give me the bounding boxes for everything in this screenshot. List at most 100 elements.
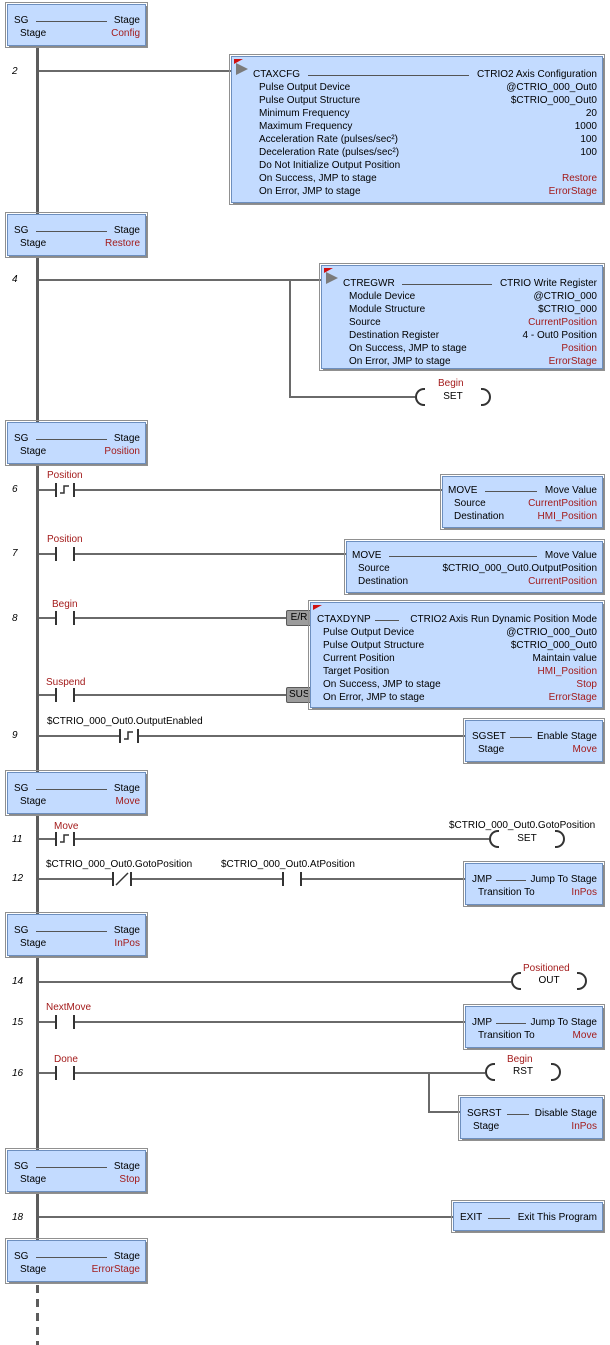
rung-wire (39, 878, 112, 880)
no-contact[interactable] (55, 1015, 75, 1029)
param-label: On Error, JMP to stage (259, 186, 361, 197)
coil-label: Begin (438, 378, 464, 389)
param-value: 100 (580, 134, 597, 145)
instruction-keyword: CTREGWR (343, 278, 395, 289)
param-value: Position (561, 343, 597, 354)
stage-label: Stage (20, 238, 47, 249)
power-rail (36, 46, 39, 214)
no-contact[interactable] (282, 872, 302, 886)
stage-name: InPos (114, 938, 140, 949)
instruction-title: CTRIO2 Axis Configuration (476, 69, 597, 80)
nc-contact[interactable] (112, 872, 132, 886)
stage-name: Position (104, 446, 140, 457)
param-label: Source (454, 498, 486, 509)
contact-label: NextMove (46, 1002, 92, 1013)
stage-name: Stop (119, 1174, 140, 1185)
param-label: On Success, JMP to stage (259, 173, 377, 184)
reset-coil[interactable]: RST (485, 1063, 561, 1081)
instruction-title: Enable Stage (536, 731, 597, 742)
stage-name: ErrorStage (91, 1264, 140, 1275)
param-value: ErrorStage (548, 186, 597, 197)
instruction-title: Jump To Stage (530, 1017, 597, 1028)
coil-op: OUT (538, 975, 560, 986)
contact-label: Position (47, 470, 83, 481)
param-value: $CTRIO_000 (538, 304, 597, 315)
param-label: Destination Register (349, 330, 440, 341)
instruction-title: Jump To Stage (530, 874, 597, 885)
param-label: Deceleration Rate (pulses/sec²) (259, 147, 400, 158)
edge-contact[interactable] (55, 483, 75, 497)
branch-wire (428, 1111, 460, 1113)
rising-edge-icon (60, 834, 69, 843)
instruction-keyword: JMP (472, 1017, 492, 1028)
rung-wire (75, 838, 489, 840)
stage-name: Move (115, 796, 140, 807)
instruction-keyword: MOVE (448, 485, 478, 496)
param-label: Pulse Output Structure (259, 95, 361, 106)
param-value: CurrentPosition (528, 576, 597, 587)
no-contact[interactable] (55, 611, 75, 625)
contact-label: $CTRIO_000_Out0.AtPosition (221, 859, 355, 870)
param-value: Move (572, 744, 597, 755)
no-contact[interactable] (55, 688, 75, 702)
param-label: Destination (454, 511, 505, 522)
instruction-keyword: CTAXDYNP (317, 614, 371, 625)
rung-wire (75, 489, 442, 491)
play-arrow-icon (326, 272, 338, 284)
no-contact[interactable] (55, 547, 75, 561)
no-contact[interactable] (55, 1066, 75, 1080)
stage-label: Stage (20, 446, 47, 457)
coil-op: RST (513, 1066, 533, 1077)
set-coil[interactable]: SET (489, 830, 565, 848)
param-label: On Success, JMP to stage (349, 343, 467, 354)
rising-edge-icon (60, 485, 69, 494)
suspend-input[interactable]: SUS (286, 687, 312, 703)
param-value: InPos (571, 1121, 597, 1132)
param-value: ErrorStage (548, 356, 597, 367)
param-value: HMI_Position (537, 666, 597, 677)
rung-wire (39, 694, 55, 696)
rung-wire (132, 878, 282, 880)
param-value: Stop (576, 679, 597, 690)
param-label: Acceleration Rate (pulses/sec²) (259, 134, 398, 145)
param-value: @CTRIO_000_Out0 (506, 627, 597, 638)
rung-wire (39, 553, 55, 555)
edge-contact[interactable] (55, 832, 75, 846)
branch-wire (289, 396, 415, 398)
set-coil[interactable]: SET (415, 388, 491, 406)
param-label: Maximum Frequency (259, 121, 353, 132)
rung-number: 2 (12, 66, 18, 77)
rung-wire (39, 735, 119, 737)
rung-number: 6 (12, 484, 18, 495)
param-label: Destination (358, 576, 409, 587)
out-coil[interactable]: OUT (511, 972, 587, 990)
param-label: On Error, JMP to stage (323, 692, 425, 703)
rung-wire (75, 1072, 485, 1074)
edge-contact[interactable] (119, 729, 139, 743)
rung-wire (39, 70, 231, 72)
flag-icon (324, 268, 333, 273)
power-rail (36, 256, 39, 422)
instruction-keyword: SGSET (472, 731, 506, 742)
stage-name: Restore (104, 238, 140, 249)
stage-label: Stage (20, 938, 47, 949)
enable-reset-input[interactable]: E/R (286, 610, 312, 626)
stage-type: Stage (113, 783, 140, 794)
